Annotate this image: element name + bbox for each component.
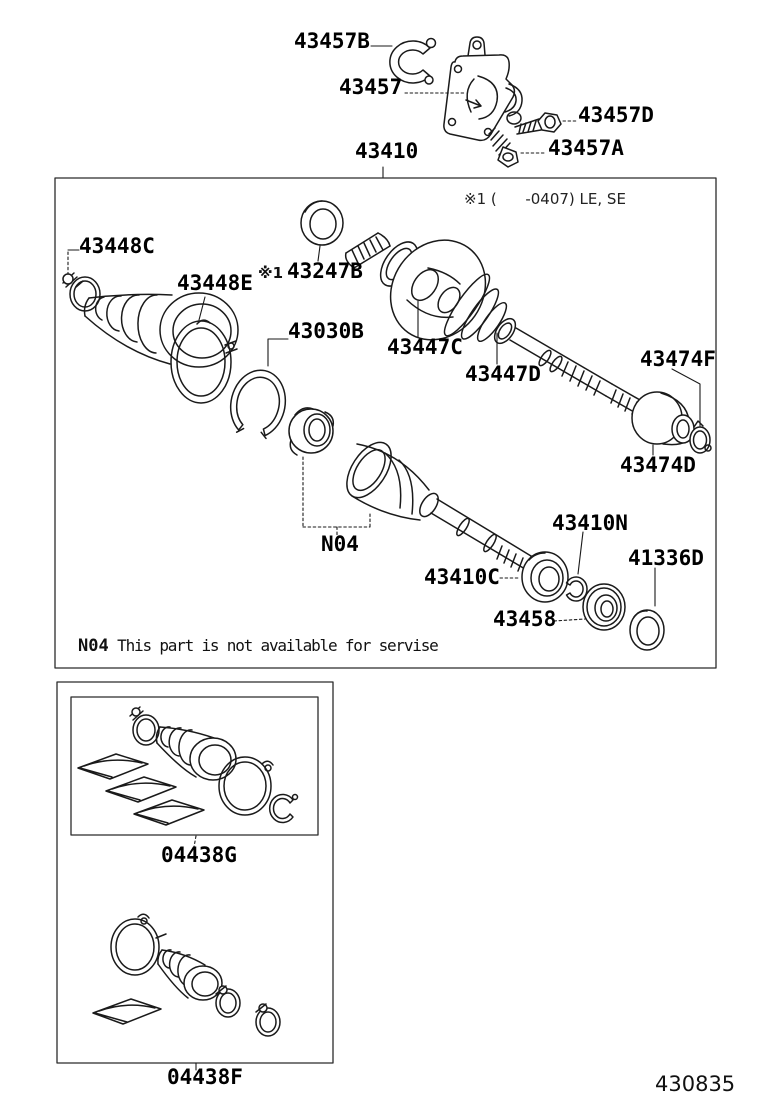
main-diagram-box — [54, 177, 717, 669]
variant-note: ※1 ( -0407) LE, SE — [464, 190, 626, 208]
tripod-joint-drawing — [288, 407, 335, 456]
callout-04438f: 04438F — [167, 1065, 243, 1089]
damper-43474d-drawing — [631, 391, 695, 446]
inner-cv-joint-drawing — [346, 441, 533, 572]
kit-04438g-drawing — [77, 706, 299, 826]
bearing-bracket-43457-drawing — [443, 36, 523, 142]
callout-43247b: 43247B — [287, 259, 363, 283]
bearing-43458-drawing — [582, 583, 626, 631]
service-note-text: This part is not available for servise — [108, 636, 439, 655]
callout-43448c: 43448C — [79, 234, 155, 258]
callout-43030b: 43030B — [288, 319, 364, 343]
stud-bolt-43457a-drawing — [488, 127, 519, 168]
bearing-43410c-drawing — [521, 551, 569, 603]
kit-04438f-drawing — [92, 913, 281, 1037]
callout-43458: 43458 — [493, 607, 557, 631]
callout-43474d: 43474D — [620, 453, 696, 477]
service-note: N04 This part is not available for servi… — [78, 636, 439, 656]
callout-04438g: 04438G — [161, 843, 237, 867]
variant-ref-mark: ※1 — [258, 264, 284, 282]
kits-box — [56, 681, 334, 1064]
callout-43474f: 43474F — [640, 347, 716, 371]
callout-43448e: 43448E — [177, 271, 253, 295]
callout-43447d: 43447D — [465, 362, 541, 386]
callout-41336d: 41336D — [628, 546, 704, 570]
boot-band-43448e-drawing — [170, 319, 238, 404]
callout-43410n: 43410N — [552, 511, 628, 535]
callout-43447c: 43447C — [387, 335, 463, 359]
front-boot-drawing — [83, 292, 239, 368]
callout-43457a: 43457A — [548, 136, 624, 160]
callout-43457d: 43457D — [578, 103, 654, 127]
callout-43410: 43410 — [355, 139, 419, 163]
snap-ring-43410n-drawing — [565, 576, 588, 602]
callout-43410c: 43410C — [424, 565, 500, 589]
callout-43457: 43457 — [339, 75, 403, 99]
bolt-43457d-drawing — [514, 112, 562, 135]
snap-ring-43030b-drawing — [229, 369, 287, 440]
callout-43457b: 43457B — [294, 29, 370, 53]
snap-ring-43457b-drawing — [389, 37, 437, 85]
clamp-43474f-drawing — [689, 420, 712, 454]
oil-seal-41336d-drawing — [629, 609, 665, 651]
kit-04438g-box — [70, 696, 319, 836]
outer-cv-joint-drawing — [344, 232, 517, 345]
drawing-number: 430835 — [655, 1072, 736, 1096]
callout-n04: N04 — [321, 532, 359, 556]
oil-seal-43247b-drawing — [300, 200, 344, 246]
clamp-43448c-drawing — [62, 272, 101, 312]
service-note-code: N04 — [78, 636, 109, 656]
